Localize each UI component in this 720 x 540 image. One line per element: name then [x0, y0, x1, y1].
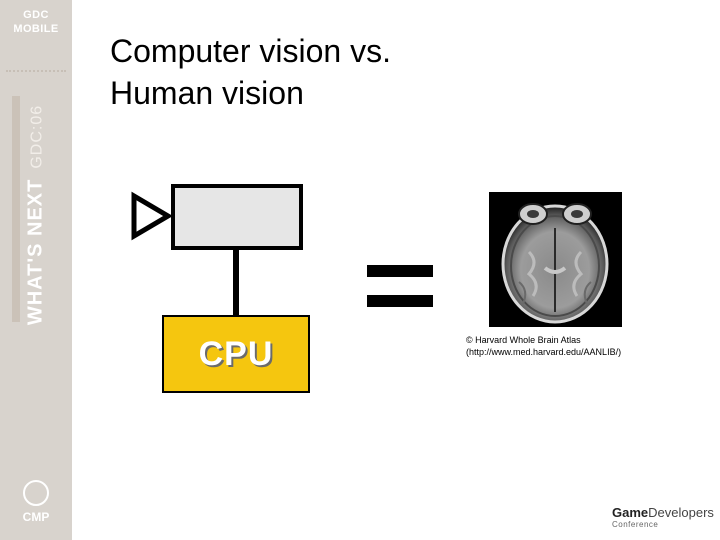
gdc-mobile-logo: GDC MOBILE — [0, 8, 72, 36]
title-line-1: Computer vision vs. — [110, 33, 391, 69]
equals-bar-bottom — [367, 295, 433, 307]
brain-mri-image — [489, 192, 622, 327]
side-banner: GDC MOBILE WHAT'S NEXT GDC:06 CMP — [0, 0, 72, 540]
cpu-box: CPU — [162, 315, 310, 393]
camera-body — [171, 184, 303, 250]
cmp-logo: CMP — [0, 480, 72, 524]
gdc-logo-developers: Developers — [648, 505, 714, 520]
credit-line-1: © Harvard Whole Brain Atlas — [466, 335, 581, 345]
cmp-label: CMP — [22, 510, 50, 524]
banner-vertical-text: WHAT'S NEXT GDC:06 — [25, 105, 48, 325]
gdc-logo-main: GameDevelopers — [612, 505, 714, 520]
camera-lens-icon — [131, 191, 173, 241]
logo-line-mobile: MOBILE — [13, 23, 59, 35]
title-line-2: Human vision — [110, 75, 304, 111]
equals-bar-top — [367, 265, 433, 277]
banner-divider — [6, 70, 66, 76]
logo-line-gdc: GDC — [23, 9, 49, 21]
game-developers-conference-logo: GameDevelopers Conference — [612, 505, 714, 530]
gdc-logo-conference: Conference — [612, 520, 659, 529]
slide-title: Computer vision vs. Human vision — [110, 30, 670, 114]
gdc06-text: GDC:06 — [28, 104, 46, 169]
brain-scan-graphic — [501, 203, 609, 324]
cmp-emblem-icon — [23, 480, 49, 506]
whats-next-text: WHAT'S NEXT — [24, 178, 47, 326]
banner-stripe — [12, 96, 20, 322]
credit-line-2: (http://www.med.harvard.edu/AANLIB/) — [466, 347, 622, 357]
equals-sign — [367, 265, 433, 307]
camera-cpu-connector — [233, 246, 239, 316]
image-credit: © Harvard Whole Brain Atlas (http://www.… — [466, 334, 696, 358]
cpu-label: CPU — [198, 334, 274, 373]
gdc-logo-game: Game — [612, 505, 649, 520]
